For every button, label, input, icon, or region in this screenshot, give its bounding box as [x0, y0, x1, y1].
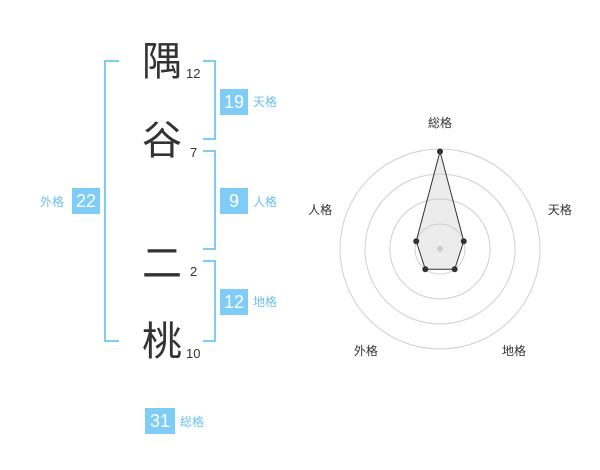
- stroke-count-4: 10: [186, 346, 201, 361]
- gaikaku-bracket: [104, 60, 119, 342]
- name-char-1: 隅: [142, 39, 182, 85]
- chikaku-label: 地格: [253, 295, 278, 309]
- radar-axis-label-5: 人格: [308, 202, 332, 217]
- tenkaku-label: 天格: [253, 95, 278, 109]
- jinkaku-value: 9: [220, 188, 248, 214]
- soukaku-label: 総格: [180, 415, 205, 429]
- radar-point-1: [437, 148, 443, 155]
- jinkaku-label: 人格: [253, 195, 278, 209]
- chikaku-bracket: [203, 260, 216, 342]
- radar-point-3: [451, 266, 458, 273]
- chikaku-value: 12: [220, 289, 248, 315]
- radar-axis-label-1: 総格: [428, 115, 452, 130]
- radar-axis-label-3: 地格: [502, 343, 526, 358]
- soukaku-value: 31: [145, 408, 175, 434]
- tenkaku-bracket: [203, 60, 216, 140]
- radar-point-5: [413, 238, 420, 245]
- radar-axis-label-2: 天格: [548, 202, 572, 217]
- radar-ring-1: [414, 223, 466, 275]
- gaikaku-label: 外格: [40, 195, 65, 209]
- tenkaku-value: 19: [220, 89, 248, 115]
- radar-ring-3: [364, 173, 516, 325]
- name-char-2: 谷: [142, 118, 182, 164]
- stroke-count-1: 12: [186, 66, 201, 81]
- radar-center-dot: [437, 246, 443, 252]
- gaikaku-value: 22: [72, 188, 100, 214]
- radar-polygon: [415, 149, 465, 270]
- radar-axis-label-4: 外格: [354, 343, 378, 358]
- stroke-count-3: 2: [190, 264, 198, 279]
- radar-ring-2: [389, 198, 491, 300]
- name-char-4: 桃: [142, 319, 182, 365]
- radar-point-4: [422, 266, 429, 273]
- stroke-count-2: 7: [190, 145, 198, 160]
- radar-point-2: [460, 238, 467, 245]
- name-char-3: 二: [142, 241, 182, 287]
- jinkaku-bracket: [203, 150, 216, 250]
